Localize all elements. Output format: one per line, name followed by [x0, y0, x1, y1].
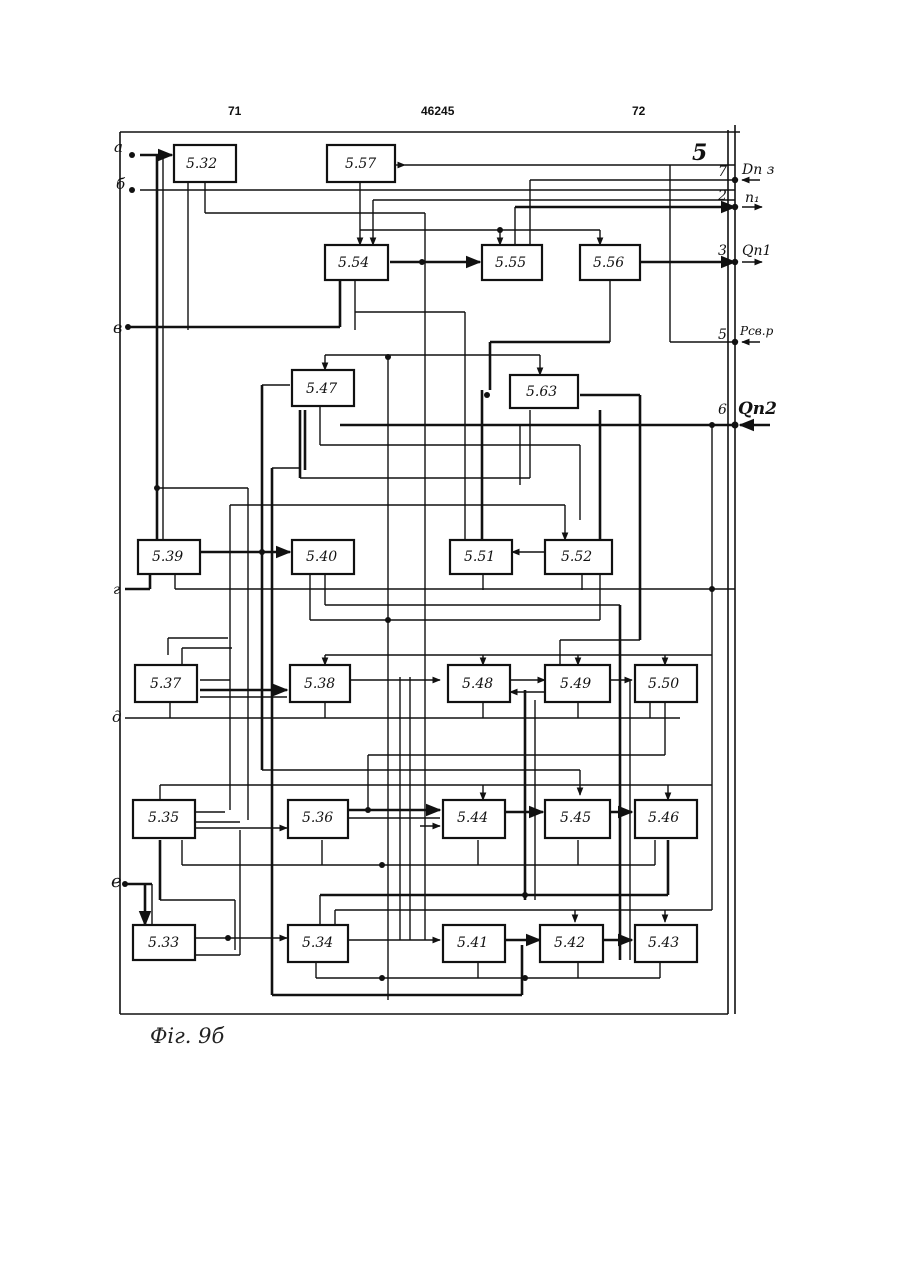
block-5-43: 5.43 [635, 925, 697, 962]
port-3-label: Qп1 [742, 243, 771, 259]
block-5-36: 5.36 [288, 800, 348, 838]
block-5-52-label: 5.52 [561, 549, 592, 565]
port-6-label: Qп2 [738, 399, 777, 419]
port-5-label: Pсв.р [739, 324, 774, 338]
block-5-40: 5.40 [292, 540, 354, 574]
block-5-49-label: 5.49 [560, 676, 591, 692]
block-5-48-label: 5.48 [462, 676, 493, 692]
port-3-number: 3 [718, 243, 727, 259]
port-2-number: 2 [717, 188, 727, 204]
input-label-e: е [111, 871, 122, 892]
block-5-47: 5.47 [292, 370, 354, 406]
port-2-label: n₁ [745, 190, 760, 206]
signal-wiring [122, 152, 770, 1000]
block-5-63: 5.63 [510, 375, 578, 408]
input-label-d: д [112, 708, 122, 726]
block-5-37: 5.37 [135, 665, 197, 702]
block-5-50: 5.50 [635, 665, 697, 702]
figure-caption: Фіг. 9б [150, 1024, 224, 1048]
block-5-46: 5.46 [635, 800, 697, 838]
block-5-52: 5.52 [545, 540, 612, 574]
block-5-56: 5.56 [580, 245, 640, 280]
block-5-35: 5.35 [133, 800, 195, 838]
figure-number: 5 [692, 140, 707, 166]
block-5-38: 5.38 [290, 665, 350, 702]
block-5-63-label: 5.63 [526, 384, 557, 400]
input-label-a: а [114, 138, 123, 156]
port-5-number: 5 [718, 327, 727, 343]
block-5-32: 5.32 [174, 145, 236, 182]
block-5-51: 5.51 [450, 540, 512, 574]
block-5-43-label: 5.43 [648, 935, 679, 951]
block-5-38-label: 5.38 [304, 676, 335, 692]
block-5-39: 5.39 [138, 540, 200, 574]
input-label-b: б [116, 175, 126, 193]
port-7-number: 7 [718, 164, 727, 180]
port-6-number: 6 [718, 402, 727, 418]
block-5-37-label: 5.37 [150, 676, 181, 692]
block-5-55-label: 5.55 [495, 255, 526, 271]
block-5-57: 5.57 [327, 145, 395, 182]
block-5-44-label: 5.44 [457, 810, 488, 826]
block-5-41: 5.41 [443, 925, 505, 962]
block-5-42: 5.42 [540, 925, 603, 962]
block-5-50-label: 5.50 [648, 676, 679, 692]
block-5-33-label: 5.33 [148, 935, 179, 951]
block-5-55: 5.55 [482, 245, 542, 280]
block-5-56-label: 5.56 [593, 255, 624, 271]
block-5-46-label: 5.46 [648, 810, 679, 826]
block-5-35-label: 5.35 [148, 810, 179, 826]
outer-frame [120, 125, 740, 1014]
block-5-48: 5.48 [448, 665, 510, 702]
block-5-54-label: 5.54 [338, 255, 369, 271]
block-5-34-label: 5.34 [302, 935, 333, 951]
block-5-41-label: 5.41 [457, 935, 488, 951]
input-label-g: г [113, 582, 120, 598]
block-5-33: 5.33 [133, 925, 195, 960]
block-5-51-label: 5.51 [464, 549, 495, 565]
block-5-34: 5.34 [288, 925, 348, 962]
block-5-32-label: 5.32 [186, 156, 217, 172]
port-7-label: Dп з [741, 162, 774, 178]
block-5-44: 5.44 [443, 800, 505, 838]
block-5-39-label: 5.39 [152, 549, 183, 565]
block-5-40-label: 5.40 [306, 549, 337, 565]
block-5-42-label: 5.42 [554, 935, 585, 951]
block-5-45-label: 5.45 [560, 810, 591, 826]
block-5-45: 5.45 [545, 800, 610, 838]
block-5-49: 5.49 [545, 665, 610, 702]
block-5-57-label: 5.57 [345, 156, 376, 172]
block-5-47-label: 5.47 [306, 381, 337, 397]
block-5-36-label: 5.36 [302, 810, 333, 826]
input-label-v: в [113, 318, 122, 337]
block-5-54: 5.54 [325, 245, 388, 280]
